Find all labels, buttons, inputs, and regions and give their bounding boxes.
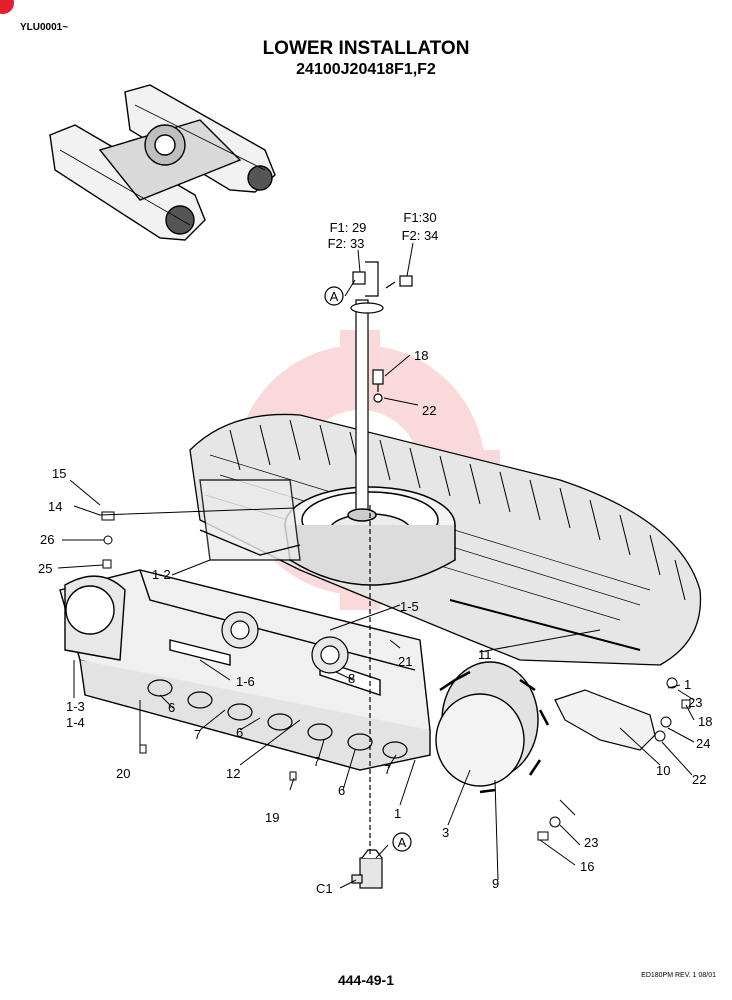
callout-19: 19 (265, 810, 279, 825)
callout-18-right: 18 (698, 714, 712, 729)
revision-code: ED180PM REV. 1 08/01 (641, 972, 716, 979)
callout-1-right: 1 (684, 677, 691, 692)
callout-6-b: 6 (236, 725, 243, 740)
corner-marker (0, 0, 14, 14)
callout-1-6: 1-6 (236, 674, 255, 689)
callout-6-a: 6 (168, 700, 175, 715)
callout-1-4: 1-4 (66, 715, 85, 730)
page-title: LOWER INSTALLATON (262, 38, 470, 59)
callout-f2-34: F2: 34 (402, 228, 439, 243)
callout-6-c: 6 (338, 783, 345, 798)
callout-7-c: 7 (384, 762, 391, 777)
callout-22-top: 22 (422, 403, 436, 418)
track-rollers (147, 679, 408, 759)
callout-20: 20 (116, 766, 130, 781)
reference-a-bottom-label: A (398, 835, 407, 850)
callout-7-b: 7 (313, 754, 320, 769)
callout-f1-29: F1: 29 (330, 220, 367, 235)
small-hardware (101, 511, 691, 841)
callout-8: 8 (348, 671, 355, 686)
page-number: 444-49-1 (337, 972, 395, 988)
callout-26: 26 (40, 532, 54, 547)
callout-1-bottom: 1 (394, 806, 401, 821)
swivel-joint-fittings (350, 261, 413, 403)
callout-1-5: 1-5 (400, 599, 419, 614)
side-cover-plate (554, 689, 656, 751)
callout-25: 25 (38, 561, 52, 576)
callout-23-bottom: 23 (584, 835, 598, 850)
callout-22-right: 22 (692, 772, 706, 787)
callout-23-right: 23 (688, 695, 702, 710)
leader-lines (57, 242, 695, 889)
callout-1-2: 1-2 (152, 567, 171, 582)
callout-labels: F1: 29 F2: 33 F1:30 F2: 34 18 22 15 14 2… (38, 210, 712, 896)
callout-7-a: 7 (194, 727, 201, 742)
callout-c1: C1 (316, 881, 333, 896)
callout-f2-33: F2: 33 (328, 236, 365, 251)
callout-21: 21 (398, 654, 412, 669)
carrier-rollers (221, 611, 349, 674)
part-number-subtitle: 24100J20418F1,F2 (296, 61, 436, 78)
callout-15: 15 (52, 466, 66, 481)
travel-motor-sprocket (435, 661, 550, 794)
callout-1-3: 1-3 (66, 699, 85, 714)
callout-18-top: 18 (414, 348, 428, 363)
callout-24: 24 (696, 736, 710, 751)
reference-marker-a-bottom: A (392, 832, 412, 852)
callout-11: 11 (478, 647, 492, 662)
callout-3: 3 (442, 825, 449, 840)
callout-16: 16 (580, 859, 594, 874)
reference-a-top-label: A (330, 289, 339, 304)
swivel-fitting-c1 (351, 849, 383, 889)
callout-9: 9 (492, 876, 499, 891)
callout-12: 12 (226, 766, 240, 781)
serial-code: YLU0001~ (20, 22, 69, 33)
reference-marker-a-top: A (324, 286, 344, 306)
callout-14: 14 (48, 499, 62, 514)
callout-f1-30: F1:30 (403, 210, 436, 225)
overview-thumbnail (49, 84, 276, 241)
callout-10: 10 (656, 763, 670, 778)
